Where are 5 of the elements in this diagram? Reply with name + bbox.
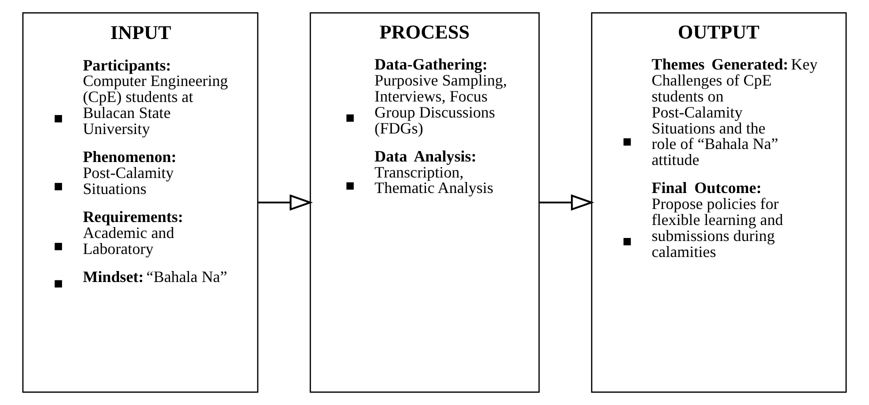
arrow: [539, 194, 594, 211]
node-box: PROCESS Data-Gathering: Purposive Sampling, Interviews, Focus Group Discussions (FDGs) Data Analysis: Transcription, Thematic Analysis: [310, 12, 540, 393]
arrow: [258, 194, 313, 211]
node-box: INPUT Participants: Computer Engineering (CpE) students at Bulacan State University Phenomenon: Post-Calamity Situations Requirements: Academic and Laboratory Mindset: “Bahala Na”: [22, 12, 258, 393]
node-box: OUTPUT Themes Generated: Key Challenges of CpE students on Post-Calamity Situations and the role of “Bahala Na” attitude Final Outcome: Propose policies for flexible learning and submissions during calamities: [591, 12, 847, 393]
